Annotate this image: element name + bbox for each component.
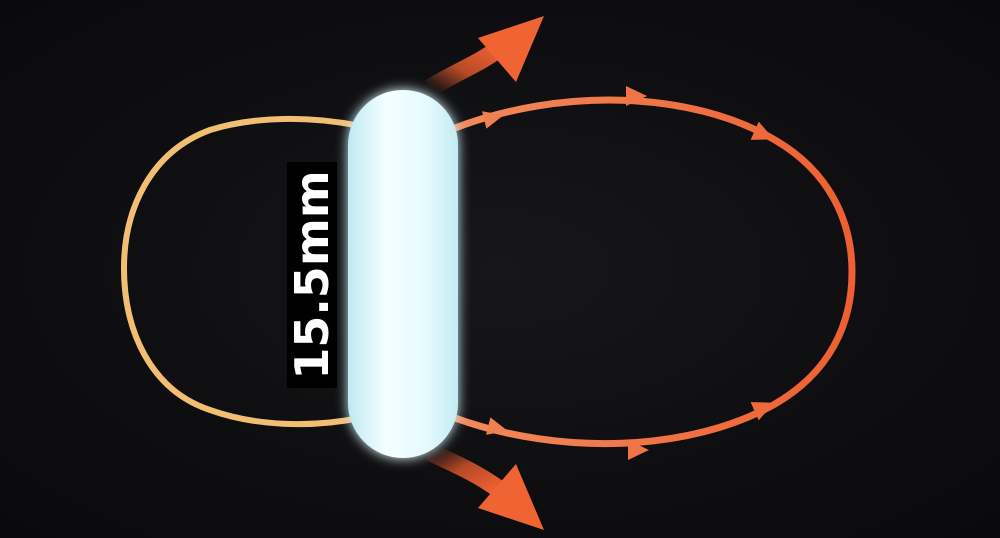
left-field-loop xyxy=(120,115,363,428)
loop-arrow-top-1 xyxy=(482,111,504,129)
loop-arrow-top-3 xyxy=(750,121,774,140)
loop-arrow-bottom-3 xyxy=(486,417,508,435)
right-field-loop xyxy=(451,96,856,448)
loop-arrow-bottom-2 xyxy=(628,440,649,460)
loop-arrow-top-2 xyxy=(626,86,647,106)
dimension-label: 15.5mm xyxy=(287,170,337,380)
stir-bar xyxy=(348,90,458,458)
bottom-exit-arrow xyxy=(426,443,544,530)
loop-arrow-bottom-1 xyxy=(750,402,774,421)
top-exit-arrow xyxy=(425,16,544,96)
dimension-label-box: 15.5mm xyxy=(287,162,337,388)
